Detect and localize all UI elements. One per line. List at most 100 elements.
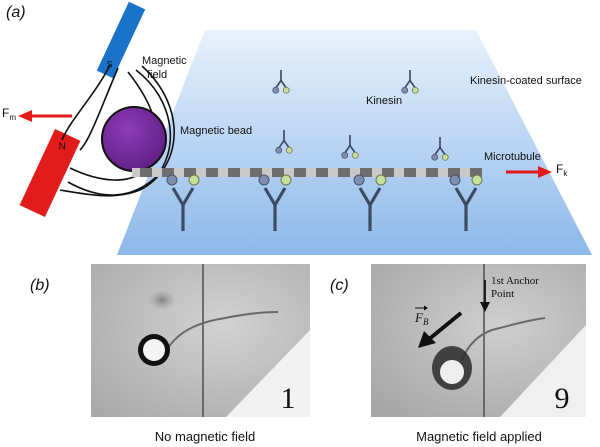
- microtubule-dimer: [404, 168, 416, 177]
- kinesin-head: [449, 174, 461, 186]
- kinesin-arm: [171, 187, 185, 206]
- anchor-label-line2: Point: [491, 288, 514, 300]
- caption-b: No magnetic field: [155, 429, 255, 444]
- kinesin-motor: [258, 174, 292, 231]
- kinesin-arm: [409, 80, 416, 89]
- kinesin-head: [351, 151, 359, 159]
- microtubule-dimer: [382, 168, 394, 177]
- kinesin-head: [275, 146, 283, 154]
- force-m-label: Fm: [2, 106, 16, 122]
- micrograph-c-bright-corner: [500, 325, 586, 417]
- kinesin-arm: [344, 145, 351, 154]
- microtubule-label: Microtubule: [484, 151, 541, 163]
- kinesin-motor: [353, 174, 387, 231]
- microtubule-dimer: [470, 168, 482, 177]
- kinesin-arm: [439, 147, 446, 156]
- kinesin-arm: [273, 187, 287, 206]
- frame-number-c: 9: [555, 382, 570, 415]
- kinesin-motor: [166, 174, 200, 231]
- magnetic-field-label-line1: Magnetic: [142, 55, 187, 67]
- kinesin-arm: [275, 80, 282, 89]
- kinesin-arm: [454, 187, 468, 206]
- magnetic-field-label-line2: field: [147, 69, 167, 81]
- kinesin-coated-surface: [117, 30, 592, 255]
- anchor-label-line1: 1st Anchor: [491, 275, 539, 287]
- magnet-north-pole-label: N: [59, 142, 66, 153]
- frame-number-b: 1: [281, 382, 296, 415]
- magnet-south: S: [96, 1, 146, 79]
- kinesin-motor: [401, 70, 419, 94]
- kinesin-arm: [358, 187, 372, 206]
- kinesin-arm: [404, 80, 411, 89]
- force-arrow-magnetic: [18, 110, 72, 122]
- kinesin-motor: [449, 174, 483, 231]
- microtubule-c: [461, 317, 546, 361]
- microtubule-dimer: [448, 168, 460, 177]
- panel-c: (c) FB 1st Anchor Point 9 Magnetic field…: [330, 264, 586, 444]
- kinesin-label: Kinesin: [366, 95, 402, 107]
- kinesin-head: [431, 153, 439, 161]
- force-k-label: Fk: [556, 162, 568, 178]
- anchor-point-arrow: [480, 280, 490, 312]
- microtubule-dimer: [272, 168, 284, 177]
- magnetic-bead-label: Magnetic bead: [180, 125, 252, 137]
- kinesin-head: [411, 86, 419, 94]
- kinesin-arm: [349, 145, 356, 154]
- microtubule-b: [167, 311, 279, 349]
- microtubule-dimer: [206, 168, 218, 177]
- microtubule-dimer: [316, 168, 328, 177]
- microtubule-dimer: [250, 168, 262, 177]
- kinesin-head: [285, 146, 293, 154]
- kinesin-arm: [434, 147, 441, 156]
- kinesin-motor: [272, 70, 290, 94]
- microtubule-dimer: [140, 168, 152, 177]
- kinesin-arm: [464, 187, 478, 206]
- kinesin-head: [401, 86, 409, 94]
- kinesin-head: [166, 174, 178, 186]
- kinesin-motor: [341, 135, 359, 159]
- kinesin-head: [471, 174, 483, 186]
- force-b-vector-head: [424, 305, 428, 311]
- panel-b-label: (b): [30, 277, 50, 294]
- kinesin-arm: [278, 140, 285, 149]
- kinesin-motor: [431, 137, 449, 161]
- surface-label: Kinesin-coated surface: [470, 75, 582, 87]
- kinesin-group-microtubule: [166, 174, 483, 231]
- kinesin-arm: [263, 187, 277, 206]
- kinesin-head: [282, 86, 290, 94]
- kinesin-arm: [368, 187, 382, 206]
- kinesin-arm: [280, 80, 287, 89]
- kinesin-arm: [181, 187, 195, 206]
- microtubule-segments: [140, 168, 482, 177]
- kinesin-head: [258, 174, 270, 186]
- caption-c: Magnetic field applied: [416, 429, 542, 444]
- kinesin-head: [375, 174, 387, 186]
- kinesin-head: [272, 86, 280, 94]
- microtubule-dimer: [360, 168, 372, 177]
- panel-a-label: (a): [6, 4, 26, 21]
- kinesin-head: [341, 151, 349, 159]
- kinesin-head: [280, 174, 292, 186]
- panel-a: (a) Kinesin-coated surface Kinesin Micro…: [2, 1, 592, 255]
- microtubule-dimer: [228, 168, 240, 177]
- kinesin-head: [353, 174, 365, 186]
- micrograph-b-haze: [148, 290, 176, 310]
- microtubule-dimer: [338, 168, 350, 177]
- microtubule-dimer: [294, 168, 306, 177]
- kinesin-group-surface: [272, 70, 449, 161]
- microtubule-dimer: [162, 168, 174, 177]
- panel-b: (b) 1 No magnetic field: [30, 264, 310, 444]
- microtubule-dimer: [426, 168, 438, 177]
- magnet-north: N: [19, 129, 81, 217]
- bead-c: [440, 360, 464, 384]
- microtubule-dimer: [184, 168, 196, 177]
- kinesin-motor: [275, 130, 293, 154]
- bead-b: [143, 339, 165, 361]
- kinesin-head: [441, 153, 449, 161]
- magnetic-bead: [101, 106, 167, 172]
- panel-c-label: (c): [330, 277, 349, 294]
- force-b-label: FB: [414, 310, 429, 327]
- kinesin-arm: [283, 140, 290, 149]
- micrograph-b-bright-corner: [226, 330, 310, 417]
